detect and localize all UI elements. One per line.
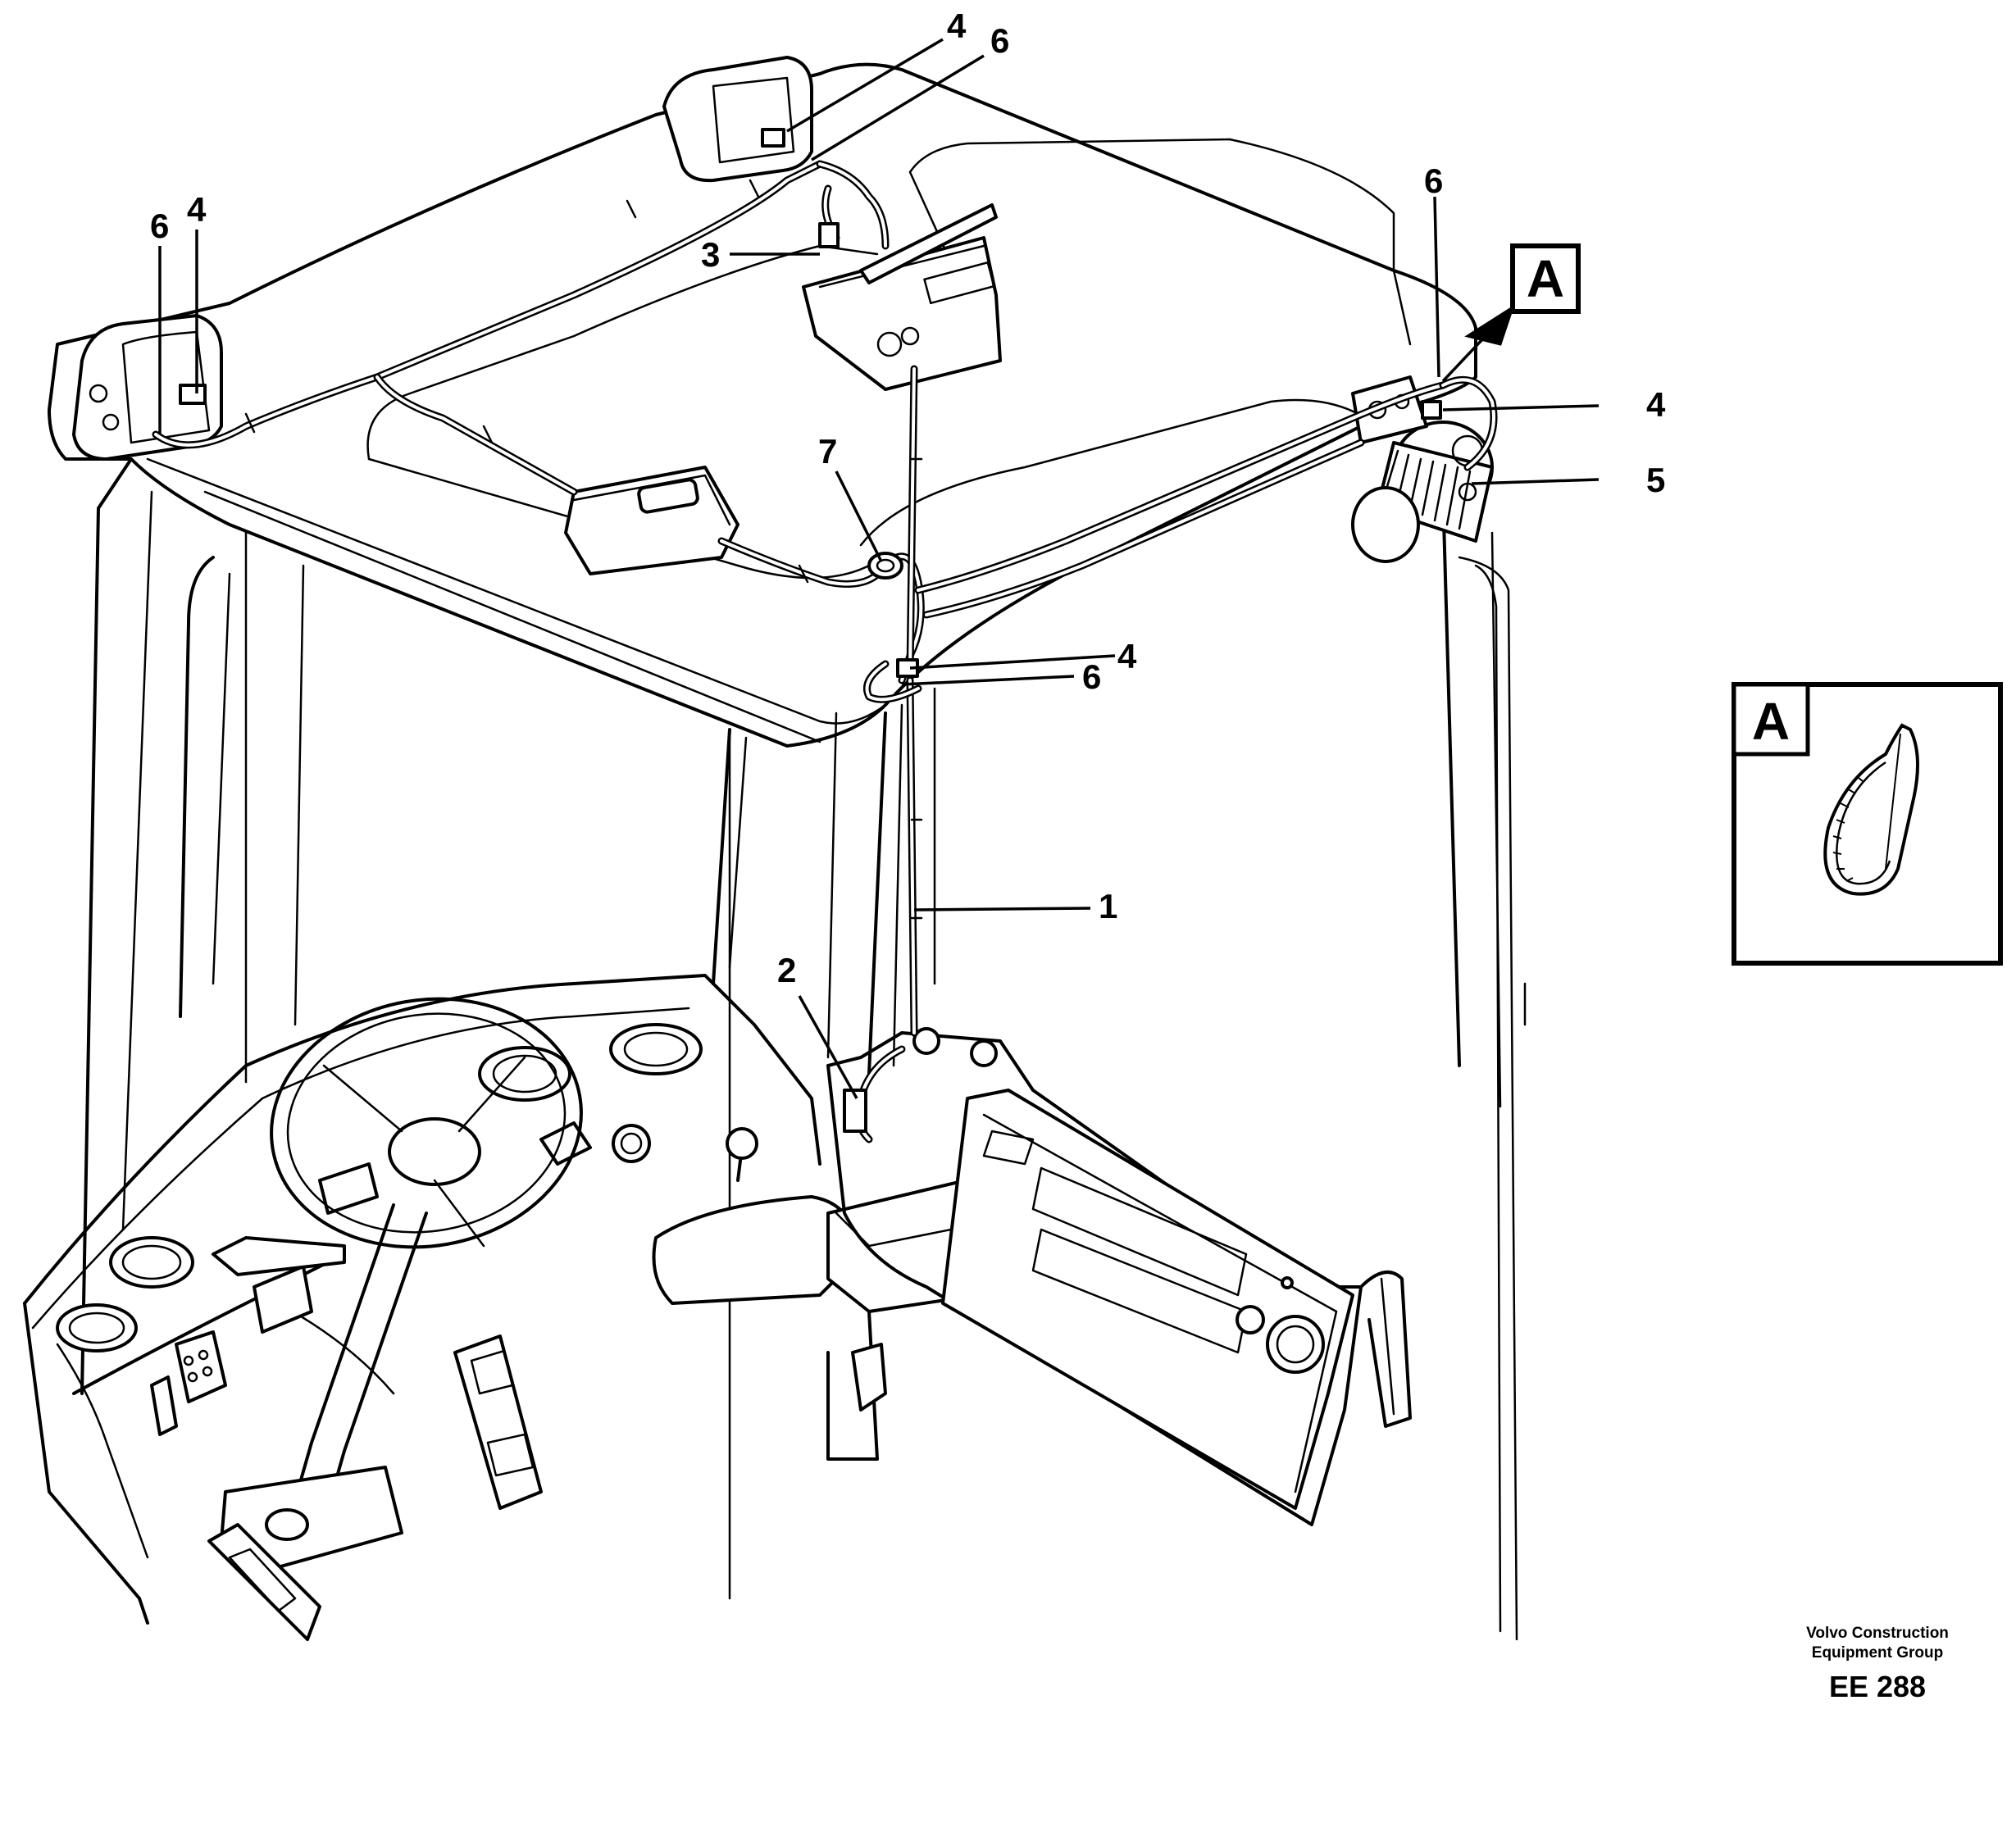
components	[72, 56, 1494, 575]
credit-line-1: Volvo Construction	[1806, 1625, 1949, 1642]
cab-frame	[80, 457, 1527, 1641]
title-block: Volvo Construction Equipment Group EE 28…	[1806, 1625, 1949, 1703]
callout-4-capacitor: 4	[1646, 385, 1666, 424]
callout-6-left-speaker: 6	[150, 207, 169, 245]
filter-box	[564, 466, 740, 575]
radio-unit	[802, 236, 1002, 391]
detail-reference-letter: A	[1527, 249, 1564, 308]
callout-6-capacitor: 6	[1424, 161, 1443, 200]
callout-labels: 1 2 3 4 4 4 4 5 6 6 6 6 7 8	[150, 7, 1978, 989]
drawing-code: EE 288	[1829, 1670, 1926, 1703]
speaker-rear	[662, 56, 813, 183]
wiring-harness	[152, 160, 1498, 1143]
suppressor-capacitor	[1351, 421, 1494, 563]
callout-6-roof-center: 6	[1082, 657, 1101, 696]
callout-6-rear-speaker: 6	[990, 21, 1009, 60]
callout-1: 1	[1099, 887, 1117, 925]
detail-inset: A	[1732, 682, 2003, 966]
connector-capacitor	[1421, 400, 1442, 420]
cable-tie-icon	[1823, 723, 1919, 896]
speaker-left	[72, 314, 223, 461]
callout-5: 5	[1646, 461, 1665, 499]
pedals	[207, 1334, 543, 1641]
callout-2: 2	[777, 951, 796, 989]
credit-line-2: Equipment Group	[1812, 1644, 1943, 1662]
callout-7: 7	[818, 432, 837, 471]
connector-radio	[818, 222, 840, 248]
detail-reference-box: A	[1510, 243, 1581, 314]
callout-4-roof-center: 4	[1117, 637, 1137, 675]
right-control-panel	[826, 1027, 1412, 1526]
callout-4-left-speaker: 4	[187, 190, 207, 229]
grommet	[867, 552, 903, 580]
detail-inset-letter: A	[1752, 692, 1790, 751]
callout-4-rear-speaker: 4	[947, 7, 967, 45]
steering-wheel	[220, 997, 583, 1575]
callout-3: 3	[701, 235, 720, 274]
callout-leaders	[158, 38, 1951, 1099]
